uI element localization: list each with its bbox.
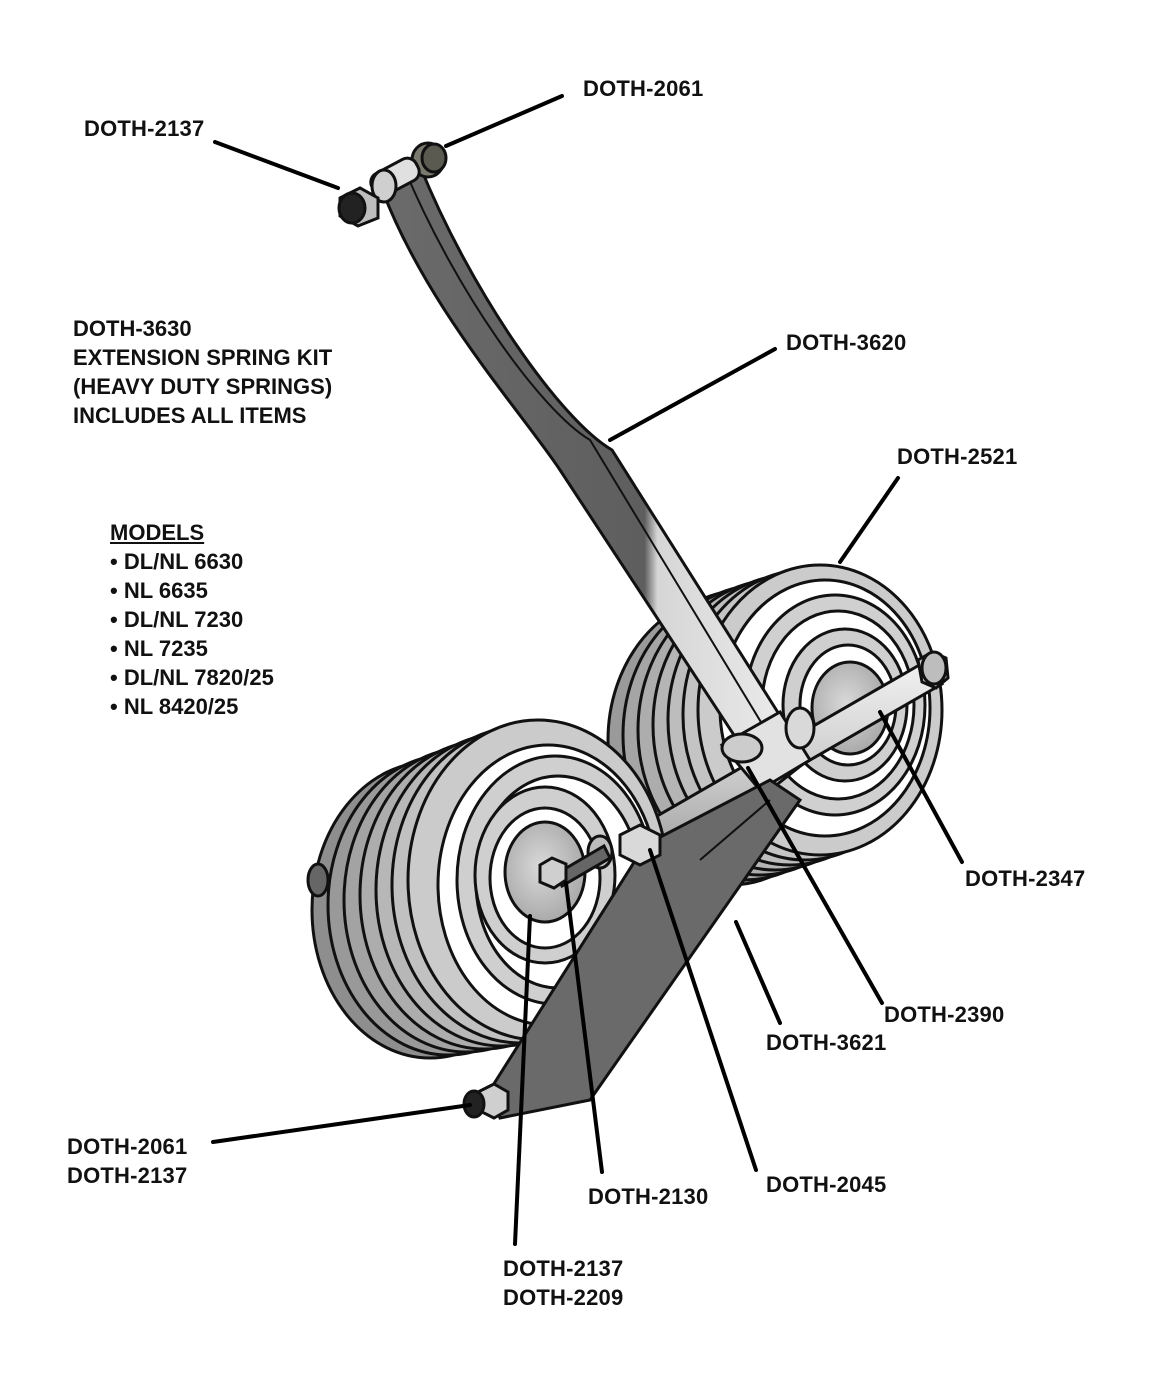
kit-line: EXTENSION SPRING KIT [73, 345, 333, 370]
models-heading: MODELS [110, 520, 205, 545]
callout-text: DOTH-2209 [503, 1285, 624, 1310]
leader-doth-2137-top [213, 140, 340, 190]
leader-doth-2045 [648, 848, 758, 1172]
callout-center-nut-bolt: DOTH-2137 DOTH-2209 [503, 1254, 623, 1312]
model-item: DL/NL 7230 [110, 605, 274, 634]
model-item: DL/NL 7820/25 [110, 663, 274, 692]
leader-doth-2137-bottom [513, 914, 532, 1246]
top-pivot [337, 141, 448, 228]
callout-text: DOTH-2061 [583, 76, 704, 101]
leader-doth-2347 [878, 710, 964, 864]
callout-bottom-nut-washer: DOTH-2061 DOTH-2137 [67, 1132, 187, 1190]
callout-text: DOTH-2521 [897, 444, 1018, 469]
callout-collar: DOTH-2390 [884, 1000, 1004, 1029]
callout-text: DOTH-2137 [67, 1163, 188, 1188]
kit-line: INCLUDES ALL ITEMS [73, 403, 307, 428]
leader-doth-2061-top [444, 94, 564, 148]
callout-text: DOTH-3620 [786, 330, 907, 355]
callout-upper-arm: DOTH-3620 [786, 328, 906, 357]
upper-arm [376, 164, 810, 793]
leader-doth-2061-bottom [211, 1103, 472, 1144]
model-item: NL 6635 [110, 576, 274, 605]
model-item: DL/NL 6630 [110, 547, 274, 576]
leader-doth-2521 [838, 476, 900, 564]
callout-text: DOTH-2061 [67, 1134, 188, 1159]
callout-text: DOTH-2130 [588, 1184, 709, 1209]
callout-top-washer: DOTH-2061 [583, 74, 703, 103]
kit-line: (HEAVY DUTY SPRINGS) [73, 374, 333, 399]
collar [719, 706, 816, 792]
models-list: MODELS DL/NL 6630 NL 6635 DL/NL 7230 NL … [110, 518, 274, 721]
leader-doth-3621 [734, 920, 782, 1025]
callout-lower-arm: DOTH-3621 [766, 1028, 886, 1057]
kit-part-number: DOTH-3630 [73, 316, 192, 341]
callout-text: DOTH-2347 [965, 866, 1086, 891]
callout-spring: DOTH-2521 [897, 442, 1017, 471]
leader-doth-3620 [608, 347, 777, 442]
model-item: NL 8420/25 [110, 692, 274, 721]
callout-text: DOTH-2045 [766, 1172, 887, 1197]
callout-text: DOTH-2137 [503, 1256, 624, 1281]
callout-spacer: DOTH-2045 [766, 1170, 886, 1199]
callout-axle-bolt: DOTH-2347 [965, 864, 1085, 893]
kit-description: DOTH-3630 EXTENSION SPRING KIT (HEAVY DU… [73, 314, 332, 430]
leader-doth-2390 [746, 766, 884, 1005]
callout-text: DOTH-2137 [84, 116, 205, 141]
callout-text: DOTH-3621 [766, 1030, 887, 1055]
callout-text: DOTH-2390 [884, 1002, 1005, 1027]
leader-lines [211, 94, 964, 1246]
leader-doth-2130 [564, 881, 604, 1174]
bottom-nut [306, 862, 510, 1120]
model-item: NL 7235 [110, 634, 274, 663]
callout-top-left-nut: DOTH-2137 [84, 114, 204, 143]
callout-washer: DOTH-2130 [588, 1182, 708, 1211]
